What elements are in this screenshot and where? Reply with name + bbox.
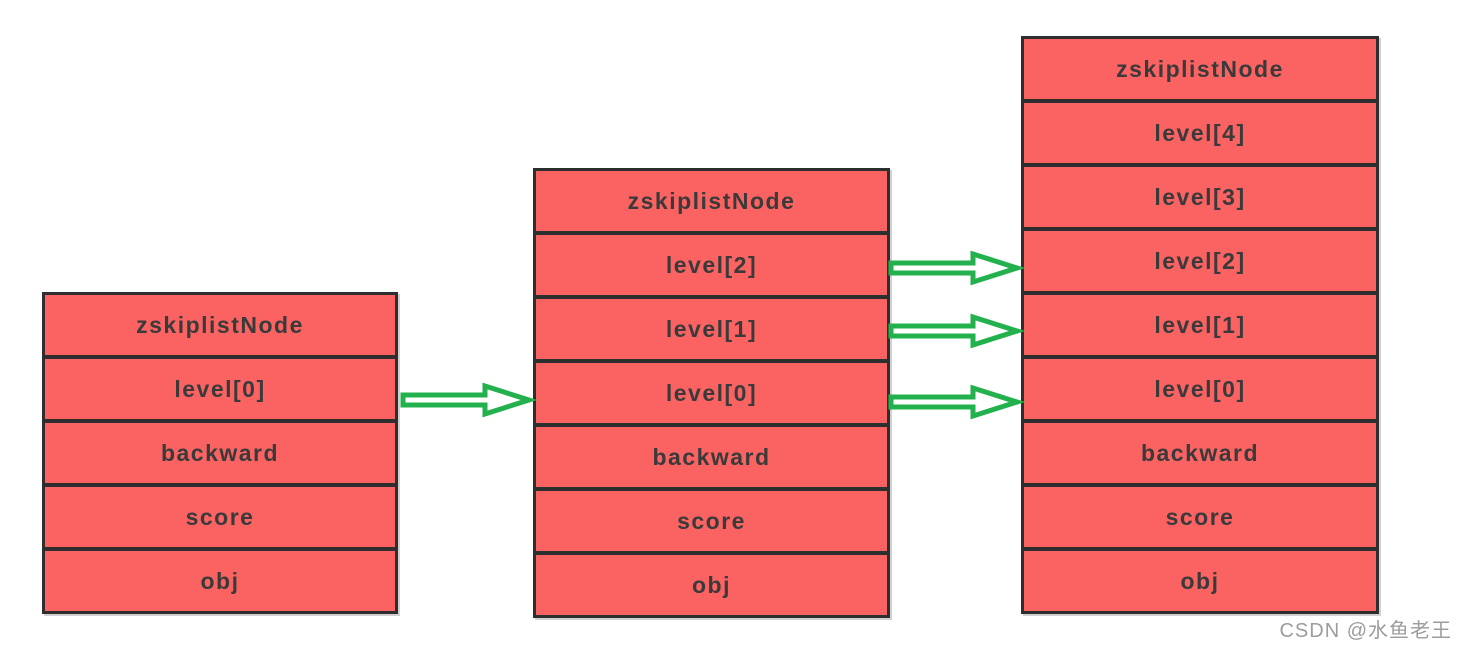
node-title: zskiplistNode [45,295,395,359]
watermark: CSDN @水鱼老王 [1279,620,1452,642]
row-level-0: level[0] [45,359,395,423]
row-level-4: level[4] [1024,103,1376,167]
pointer-arrow-icon [888,250,1026,286]
row-backward: backward [1024,423,1376,487]
pointer-arrow-icon [400,382,538,418]
row-level-3: level[3] [1024,167,1376,231]
zskiplist-node-left: zskiplistNode level[0] backward score ob… [42,292,398,614]
row-level-2: level[2] [1024,231,1376,295]
row-level-0: level[0] [536,363,887,427]
row-level-1: level[1] [536,299,887,363]
node-title: zskiplistNode [536,171,887,235]
row-score: score [45,487,395,551]
row-backward: backward [45,423,395,487]
row-level-1: level[1] [1024,295,1376,359]
pointer-arrow-icon [888,313,1026,349]
row-obj: obj [692,571,731,598]
row-level-0: level[0] [1024,359,1376,423]
row-level-2: level[2] [536,235,887,299]
zskiplist-node-right: zskiplistNode level[4] level[3] level[2]… [1021,36,1379,614]
row-score: score [1024,487,1376,551]
zskiplist-node-middle: zskiplistNode level[2] level[1] level[0]… [533,168,890,618]
pointer-arrow-icon [888,384,1026,420]
row-obj: obj [1180,567,1220,594]
node-title: zskiplistNode [1024,39,1376,103]
row-backward: backward [536,427,887,491]
row-obj: obj [200,567,240,594]
row-score: score [536,491,887,555]
